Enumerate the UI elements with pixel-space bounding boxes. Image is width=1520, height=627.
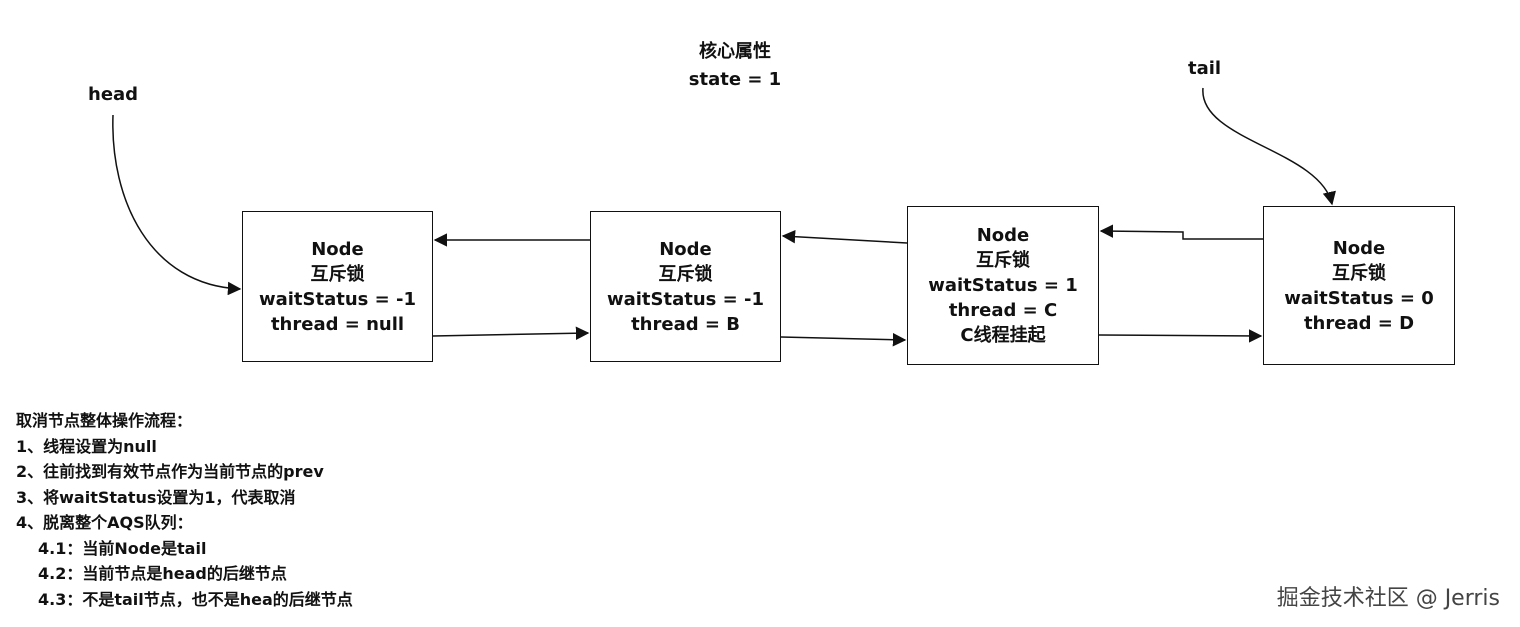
node-lock: 互斥锁 <box>976 250 1030 271</box>
step-item: 2、往前找到有效节点作为当前节点的prev <box>16 462 324 481</box>
node-thread: thread = D <box>1303 312 1415 334</box>
node-lock: 互斥锁 <box>658 263 713 285</box>
core-attributes: 核心属性 state = 1 <box>640 38 830 94</box>
head-label: head <box>88 84 139 105</box>
node-wait-status: waitStatus = -1 <box>606 288 764 310</box>
node-wait-status: waitStatus = -1 <box>258 288 416 310</box>
node-wait-status: waitStatus = 1 <box>928 275 1078 296</box>
step-sub-item: 4.1：当前Node是tail <box>38 538 207 558</box>
next-arrow-3-to-4 <box>1098 329 1263 343</box>
next-arrow-2-to-3 <box>780 332 907 347</box>
node-lock: 互斥锁 <box>1332 262 1386 284</box>
node-thread: thread = null <box>270 313 405 335</box>
node-title: Node <box>311 238 364 260</box>
core-attributes-title: 核心属性 <box>699 41 771 62</box>
queue-node-3: Node 互斥锁 waitStatus = 1 thread = C C线程挂起 <box>907 206 1099 365</box>
steps-heading: 取消节点整体操作流程： <box>16 411 193 430</box>
watermark: 掘金技术社区 @ Jerris <box>1276 586 1500 611</box>
node-title: Node <box>976 225 1030 246</box>
prev-arrow-4-to-3 <box>1099 224 1263 240</box>
step-item: 3、将waitStatus设置为1，代表取消 <box>16 487 296 507</box>
step-sub-item: 4.2：当前节点是head的后继节点 <box>38 564 287 583</box>
prev-arrow-3-to-2 <box>781 229 908 244</box>
step-sub-item: 4.3：不是tail节点，也不是hea的后继节点 <box>38 589 353 609</box>
node-note: C线程挂起 <box>960 325 1046 346</box>
next-arrow-1-to-2 <box>432 326 590 340</box>
cancel-steps: 取消节点整体操作流程： 1、线程设置为null 2、往前找到有效节点作为当前节点… <box>16 408 353 612</box>
head-pointer-arrow <box>112 114 242 296</box>
node-thread: thread = C <box>948 300 1058 321</box>
tail-pointer-arrow <box>1202 87 1336 206</box>
step-item: 4、脱离整个AQS队列： <box>16 513 193 532</box>
state-value: state = 1 <box>688 69 782 90</box>
queue-node-4: Node 互斥锁 waitStatus = 0 thread = D <box>1263 206 1455 365</box>
node-title: Node <box>659 238 712 260</box>
tail-label: tail <box>1188 58 1222 79</box>
node-lock: 互斥锁 <box>310 263 365 285</box>
node-thread: thread = B <box>631 313 740 335</box>
node-wait-status: waitStatus = 0 <box>1284 287 1434 309</box>
queue-node-1: Node 互斥锁 waitStatus = -1 thread = null <box>242 211 433 362</box>
step-item: 1、线程设置为null <box>16 436 157 456</box>
queue-node-2: Node 互斥锁 waitStatus = -1 thread = B <box>590 211 781 362</box>
node-title: Node <box>1332 237 1386 259</box>
